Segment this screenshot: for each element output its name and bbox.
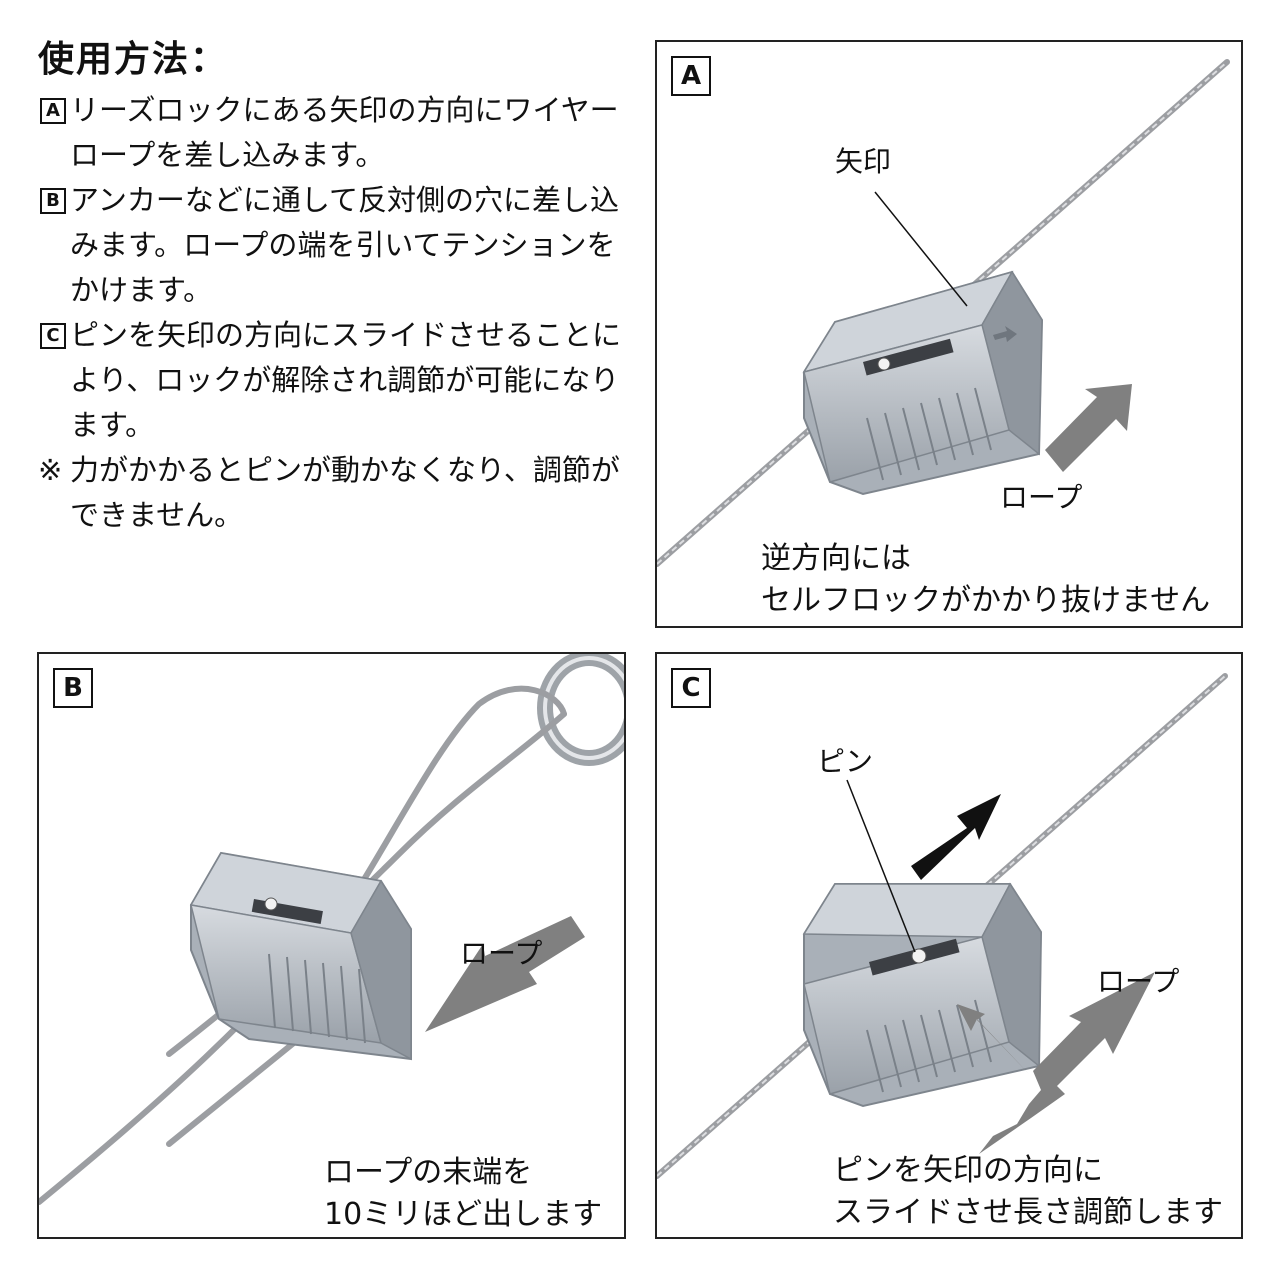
note: ※ 力がかかるとピンが動かなくなり、調節ができません。 <box>38 448 628 538</box>
panel-a-caption-line-1: 逆方向には <box>761 541 911 576</box>
panel-a-caption-line-2: セルフロックがかかり抜けません <box>761 583 1211 618</box>
step-a-text: リーズロックにある矢印の方向にワイヤーロープを差し込みます。 <box>70 93 619 172</box>
panel-b-caption-line-2: 10ミリほど出します <box>324 1197 603 1232</box>
rope-direction-arrow <box>425 916 585 1032</box>
rope-label: ロープ <box>1000 481 1083 514</box>
panel-c-caption: ピンを矢印の方向に スライドさせ長さ調節します <box>833 1150 1223 1234</box>
pin-direction-arrow <box>911 794 1001 880</box>
panel-c-caption-line-2: スライドさせ長さ調節します <box>833 1195 1223 1230</box>
panel-b-letter: B <box>53 668 93 708</box>
step-b-marker: B <box>40 188 66 214</box>
pin <box>911 948 927 964</box>
panel-c: C ピン ロープ ピンを矢印の方向に スライドさせ長さ調節します <box>655 652 1243 1239</box>
step-a-marker: A <box>40 98 66 124</box>
step-b-text: アンカーなどに通して反対側の穴に差し込みます。ロープの端を引いてテンションをかけ… <box>70 183 619 307</box>
rope-label: ロープ <box>1097 965 1180 998</box>
instructions-title: 使用方法： <box>38 39 229 80</box>
arrow-label-leader <box>874 191 968 307</box>
panel-a: A 矢印 ロープ 逆方向には セルフロックがかかり抜けません <box>655 40 1243 628</box>
panel-c-letter: C <box>671 668 711 708</box>
pin-label-leader <box>846 779 916 953</box>
step-b: B アンカーなどに通して反対側の穴に差し込みます。ロープの端を引いてテンションを… <box>38 178 628 313</box>
rope-lock-device <box>802 882 1043 1108</box>
arrow-label: 矢印 <box>835 145 892 178</box>
panel-b: B ロープ ロープの末端を 10ミリほど出します <box>37 652 626 1239</box>
rope-direction-arrow <box>1045 384 1132 472</box>
panel-b-illustration <box>39 654 624 1205</box>
step-c-marker: C <box>40 323 66 349</box>
wire-rope-loop-front <box>39 685 567 1205</box>
instructions: 使用方法： A リーズロックにある矢印の方向にワイヤーロープを差し込みます。 B… <box>38 30 628 538</box>
note-marker: ※ <box>38 453 63 487</box>
panel-a-illustration <box>657 59 1230 567</box>
rope-lock-device <box>802 270 1044 496</box>
pin-label: ピン <box>817 745 874 778</box>
panel-a-caption: 逆方向には セルフロックがかかり抜けません <box>761 538 1210 622</box>
panel-b-caption: ロープの末端を 10ミリほど出します <box>324 1152 602 1236</box>
wire-strand-highlight <box>657 675 1226 1177</box>
note-text: 力がかかるとピンが動かなくなり、調節ができません。 <box>70 453 620 532</box>
rope-bidirectional-arrow <box>979 972 1155 1154</box>
panel-c-caption-line-1: ピンを矢印の方向に <box>833 1153 1103 1188</box>
wire-strand-highlight <box>657 61 1228 565</box>
step-c-text: ピンを矢印の方向にスライドさせることにより、ロックが解除され調節が可能になります… <box>70 318 622 442</box>
panel-b-caption-line-1: ロープの末端を <box>324 1155 533 1190</box>
panel-a-letter: A <box>671 56 711 96</box>
step-c: C ピンを矢印の方向にスライドさせることにより、ロックが解除され調節が可能になり… <box>38 313 628 448</box>
rope-label: ロープ <box>460 937 543 970</box>
panel-c-illustration <box>657 673 1228 1179</box>
rope-lock-device <box>189 851 412 1061</box>
step-a: A リーズロックにある矢印の方向にワイヤーロープを差し込みます。 <box>38 88 628 178</box>
